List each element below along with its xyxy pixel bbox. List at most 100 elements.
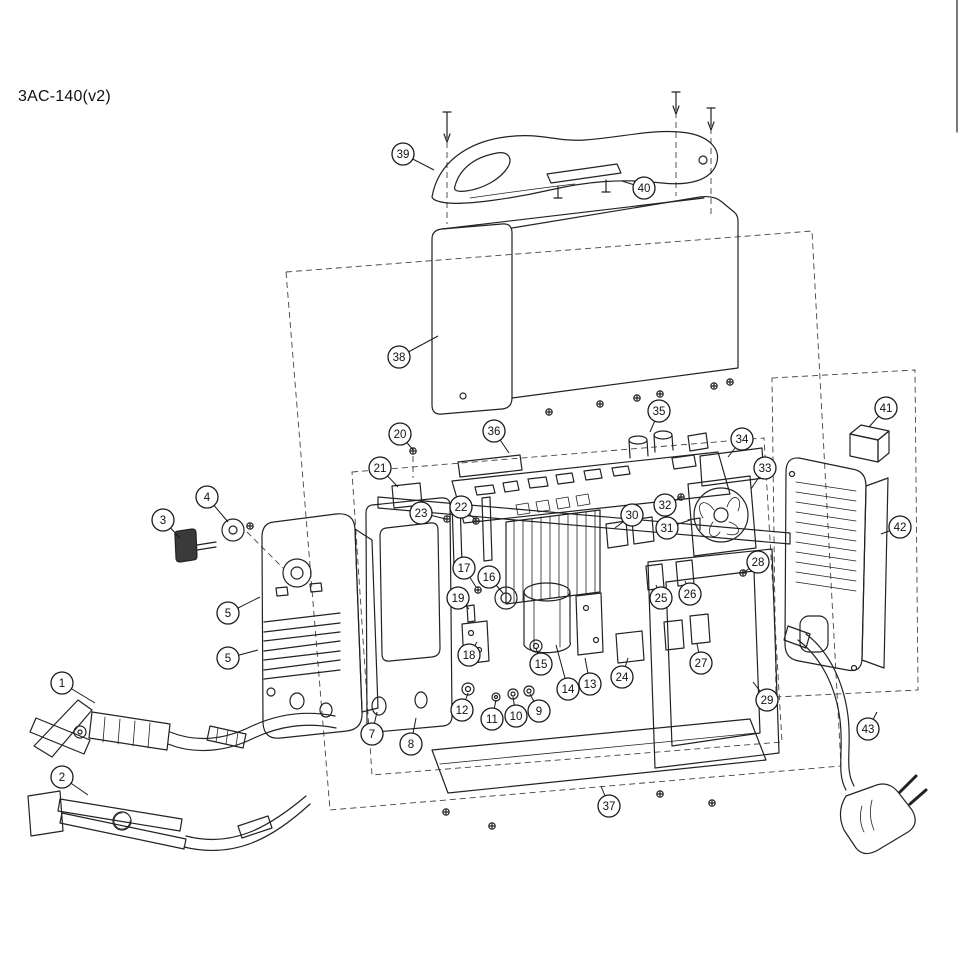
svg-text:3: 3 <box>160 515 166 527</box>
svg-text:38: 38 <box>393 352 406 364</box>
earth-clamp <box>27 790 311 852</box>
svg-text:17: 17 <box>458 563 471 575</box>
svg-text:39: 39 <box>397 149 410 161</box>
svg-text:16: 16 <box>483 572 496 584</box>
callout-35: 35 <box>647 399 671 433</box>
svg-text:22: 22 <box>455 502 468 514</box>
svg-text:33: 33 <box>759 463 772 475</box>
callout-31: 31 <box>655 516 691 540</box>
callout-23: 23 <box>409 501 447 525</box>
svg-text:5: 5 <box>225 653 231 665</box>
callout-10: 10 <box>504 696 528 728</box>
top-cover <box>431 195 739 415</box>
svg-text:13: 13 <box>584 679 597 691</box>
svg-text:4: 4 <box>204 492 211 504</box>
callout-12: 12 <box>450 692 474 722</box>
handle-plate <box>546 163 622 199</box>
callout-5: 5 <box>216 646 259 670</box>
heat-sink <box>505 493 601 605</box>
handle-screws <box>442 91 716 143</box>
svg-text:41: 41 <box>880 403 893 415</box>
control-knob <box>174 518 254 563</box>
callout-19: 19 <box>446 586 470 610</box>
svg-text:15: 15 <box>535 659 548 671</box>
callout-8: 8 <box>399 717 423 756</box>
terminal-hardware <box>461 682 535 702</box>
svg-text:2: 2 <box>59 772 65 784</box>
rear-frame <box>647 548 780 769</box>
svg-text:8: 8 <box>408 739 414 751</box>
callout-18: 18 <box>457 641 481 667</box>
front-panel <box>261 513 379 739</box>
svg-text:30: 30 <box>626 510 639 522</box>
svg-text:25: 25 <box>655 593 668 605</box>
svg-text:1: 1 <box>59 678 65 690</box>
callout-16: 16 <box>477 565 504 594</box>
right-panel <box>784 457 889 672</box>
page-title: 3AC-140(v2) <box>18 88 111 105</box>
svg-text:20: 20 <box>394 429 407 441</box>
callout-43: 43 <box>856 711 880 741</box>
svg-text:11: 11 <box>486 714 498 726</box>
svg-text:27: 27 <box>695 658 708 670</box>
callout-5: 5 <box>216 596 261 625</box>
callout-26: 26 <box>678 580 702 606</box>
svg-text:42: 42 <box>894 522 907 534</box>
svg-text:43: 43 <box>862 724 875 736</box>
svg-text:19: 19 <box>452 593 465 605</box>
transformer-bracket <box>529 592 604 656</box>
svg-text:34: 34 <box>736 434 749 446</box>
choke-assembly <box>605 516 655 549</box>
callout-30: 30 <box>614 503 644 529</box>
svg-text:26: 26 <box>684 589 697 601</box>
corner-bracket <box>849 424 890 463</box>
callout-22: 22 <box>449 495 477 521</box>
callout-14: 14 <box>555 644 580 701</box>
callout-3: 3 <box>151 508 181 539</box>
callout-11: 11 <box>480 699 504 731</box>
svg-text:9: 9 <box>536 706 542 718</box>
callout-13: 13 <box>578 657 602 696</box>
callout-38: 38 <box>387 335 439 369</box>
svg-text:29: 29 <box>761 695 774 707</box>
terminal-blocks <box>615 559 747 664</box>
svg-text:36: 36 <box>488 426 501 438</box>
callout-29: 29 <box>752 681 779 712</box>
callout-36: 36 <box>482 419 510 454</box>
svg-text:40: 40 <box>638 183 651 195</box>
callout-42: 42 <box>880 515 912 539</box>
svg-text:23: 23 <box>415 508 428 520</box>
svg-text:32: 32 <box>659 500 672 512</box>
power-cord-plug <box>783 625 928 855</box>
callout-34: 34 <box>727 427 754 458</box>
electrode-holder <box>29 699 337 758</box>
svg-text:31: 31 <box>661 523 674 535</box>
callout-37: 37 <box>597 785 621 818</box>
callout-28: 28 <box>742 550 770 574</box>
svg-text:10: 10 <box>510 711 523 723</box>
callout-9: 9 <box>527 693 551 723</box>
callout-4: 4 <box>195 485 229 523</box>
callout-7: 7 <box>360 711 384 746</box>
svg-text:37: 37 <box>603 801 616 813</box>
callout-layer: 1234557891011121314151617181920212223242… <box>50 142 912 818</box>
cover-screws <box>545 378 734 416</box>
callout-33: 33 <box>750 456 777 490</box>
callout-27: 27 <box>689 643 713 675</box>
callout-2: 2 <box>50 765 89 796</box>
svg-text:5: 5 <box>225 608 231 620</box>
callout-40: 40 <box>621 176 656 200</box>
callout-1: 1 <box>50 671 96 704</box>
inner-front-panel <box>365 497 453 733</box>
callout-39: 39 <box>391 142 435 171</box>
svg-text:28: 28 <box>752 557 765 569</box>
callout-24: 24 <box>610 657 634 689</box>
svg-text:21: 21 <box>374 463 387 475</box>
fan-assembly <box>677 447 765 557</box>
callout-21: 21 <box>368 456 399 488</box>
svg-text:12: 12 <box>456 705 469 717</box>
svg-text:35: 35 <box>653 406 666 418</box>
carry-handle <box>431 130 719 204</box>
